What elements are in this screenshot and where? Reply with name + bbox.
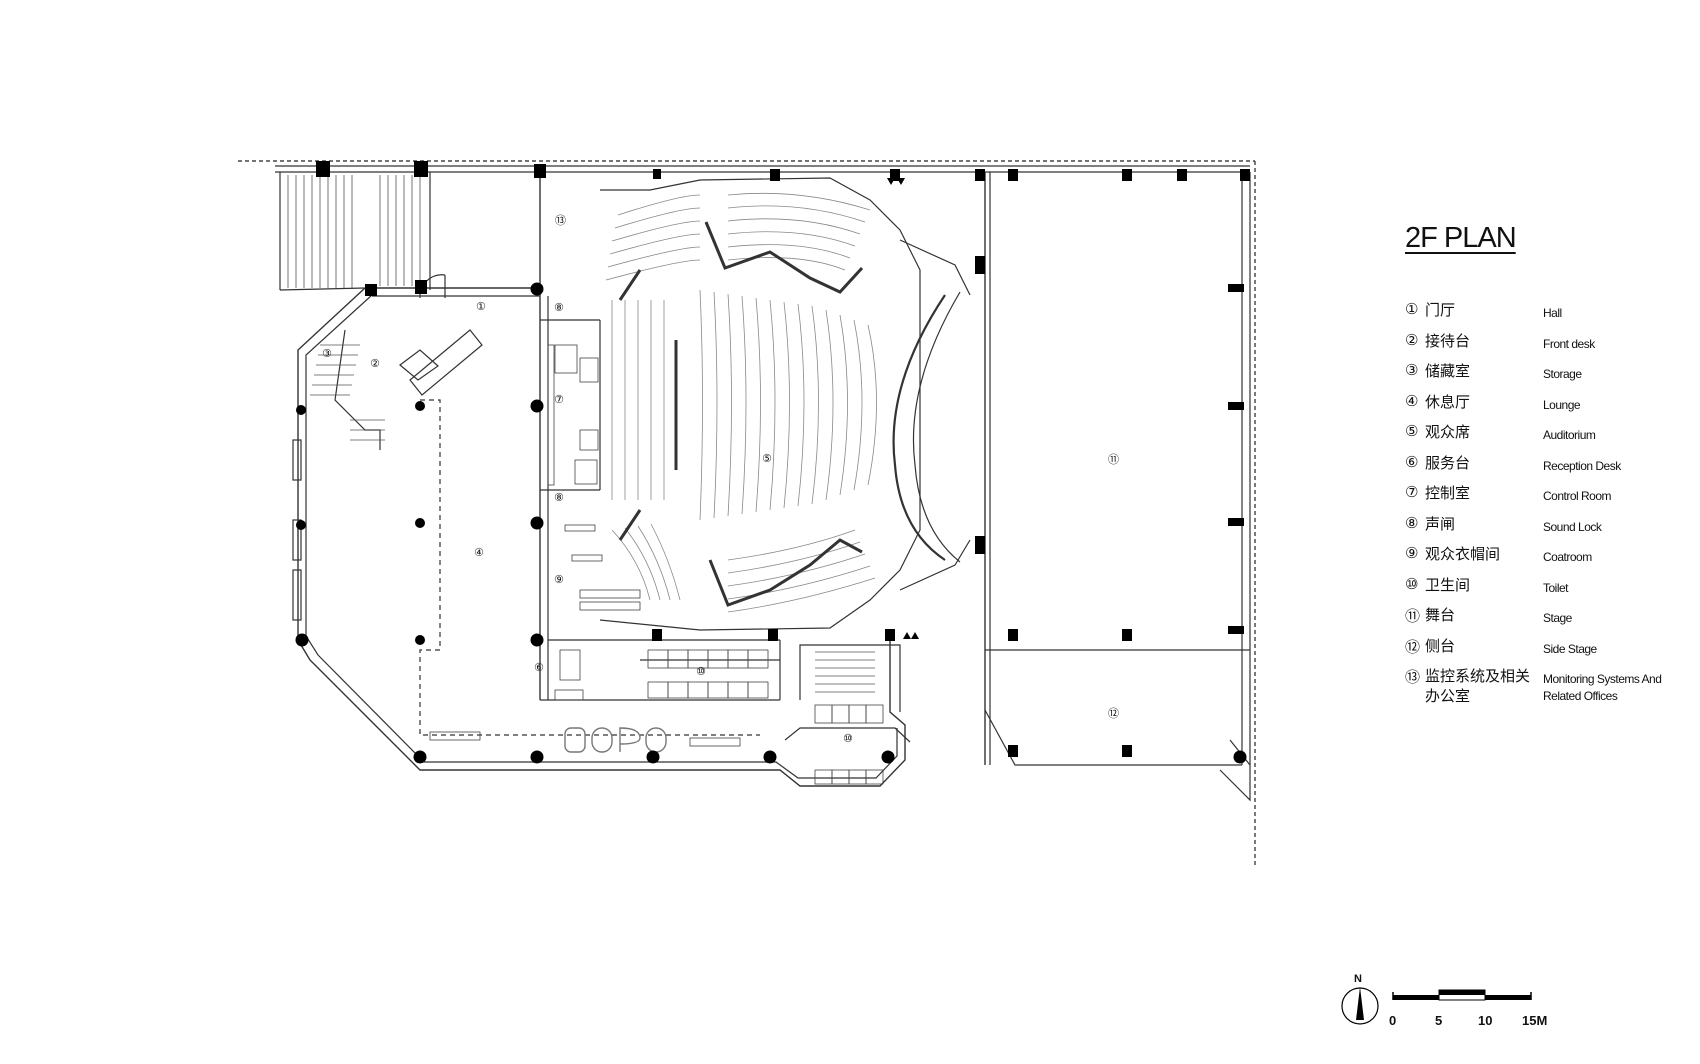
legend-number: ③ xyxy=(1405,361,1419,379)
label-toilet-a: ⑩ xyxy=(696,665,706,678)
label-hall: ① xyxy=(476,300,486,313)
legend-en: Control Room xyxy=(1543,489,1612,503)
legend-en: Reception Desk xyxy=(1543,458,1621,473)
legend-en: Hall xyxy=(1543,306,1562,320)
label-front-desk: ② xyxy=(370,357,380,370)
legend-number: ⑦ xyxy=(1405,483,1419,501)
label-stage: ⑪ xyxy=(1108,453,1119,466)
scale-tick-0: 0 xyxy=(1389,1013,1397,1028)
legend-cn: 控制室 xyxy=(1425,484,1471,502)
legend-item: ③ 储藏室 Storage xyxy=(1405,361,1695,392)
legend-number: ⑬ xyxy=(1405,668,1421,686)
legend-item: ⑦ 控制室 Control Room xyxy=(1405,483,1695,514)
legend-en: Front desk xyxy=(1543,336,1595,351)
legend-cn: 观众席 xyxy=(1425,423,1471,441)
label-side-stage: ⑫ xyxy=(1108,707,1119,720)
label-storage: ③ xyxy=(322,347,332,360)
legend-cn: 观众衣帽间 xyxy=(1425,545,1501,563)
legend-en: Side Stage xyxy=(1543,641,1597,656)
label-monitoring: ⑬ xyxy=(555,214,566,227)
label-coatroom: ⑨ xyxy=(554,573,564,586)
legend-cn: 服务台 xyxy=(1425,453,1471,472)
legend-number: ④ xyxy=(1405,391,1419,410)
legend-number: ⑨ xyxy=(1405,544,1419,562)
legend-item: ⑩ 卫生间 Toilet xyxy=(1405,575,1695,606)
legend-number: ⑩ xyxy=(1405,574,1419,593)
legend-cn: 监控系统及相关办公室 xyxy=(1425,667,1531,705)
legend-cn: 休息厅 xyxy=(1425,392,1471,411)
legend: ① 门厅 Hall ② 接待台 Front desk ③ 储藏室 Storage ④ 休息厅 L… xyxy=(1405,300,1695,710)
legend-item: ⑤ 观众席 Auditorium xyxy=(1405,422,1695,453)
north-label: N xyxy=(1354,973,1362,985)
label-soundlock-a: ⑧ xyxy=(554,301,564,314)
legend-item: ⑨ 观众衣帽间 Coatroom xyxy=(1405,544,1695,575)
floor-pattern xyxy=(564,727,667,753)
scale-bar xyxy=(1392,989,1532,1001)
legend-item: ⑧ 声闸 Sound Lock xyxy=(1405,514,1695,545)
label-lounge: ④ xyxy=(474,546,484,559)
label-auditorium: ⑤ xyxy=(762,452,772,465)
legend-en: Stage xyxy=(1543,611,1572,625)
legend-cn: 舞台 xyxy=(1425,606,1456,624)
legend-en: Auditorium xyxy=(1543,428,1596,442)
legend-item: ⑥ 服务台 Reception Desk xyxy=(1405,453,1695,484)
legend-en: Toilet xyxy=(1543,580,1569,595)
label-reception: ⑥ xyxy=(534,661,544,674)
legend-number: ⑥ xyxy=(1405,452,1419,471)
north-arrow-icon xyxy=(1341,987,1379,1025)
label-soundlock-b: ⑧ xyxy=(554,491,564,504)
label-control: ⑦ xyxy=(554,393,564,406)
scale-tick-10: 10 xyxy=(1478,1013,1493,1028)
scale-tick-5: 5 xyxy=(1435,1013,1443,1028)
legend-en: Storage xyxy=(1543,367,1582,381)
legend-cn: 门厅 xyxy=(1425,301,1456,319)
legend-en: Sound Lock xyxy=(1543,519,1602,534)
scale-tick-15: 15M xyxy=(1522,1013,1548,1028)
legend-item: ② 接待台 Front desk xyxy=(1405,331,1695,362)
legend-cn: 声闸 xyxy=(1425,514,1456,533)
legend-cn: 侧台 xyxy=(1425,636,1456,655)
legend-number: ⑫ xyxy=(1405,637,1421,656)
legend-number: ⑪ xyxy=(1405,607,1421,625)
legend-number: ② xyxy=(1405,330,1419,349)
label-toilet-b: ⑩ xyxy=(843,732,853,745)
legend-number: ① xyxy=(1405,300,1419,318)
legend-cn: 储藏室 xyxy=(1425,362,1471,380)
legend-en: Coatroom xyxy=(1543,550,1592,564)
legend-item: ④ 休息厅 Lounge xyxy=(1405,392,1695,423)
plan-title: 2F PLAN xyxy=(1405,222,1517,254)
legend-item: ① 门厅 Hall xyxy=(1405,300,1695,331)
legend-number: ⑤ xyxy=(1405,422,1419,440)
legend-cn: 卫生间 xyxy=(1425,575,1471,594)
legend-number: ⑧ xyxy=(1405,513,1419,532)
legend-en: Monitoring Systems And Related Offices xyxy=(1543,672,1662,703)
legend-en: Lounge xyxy=(1543,397,1581,412)
legend-cn: 接待台 xyxy=(1425,331,1471,350)
